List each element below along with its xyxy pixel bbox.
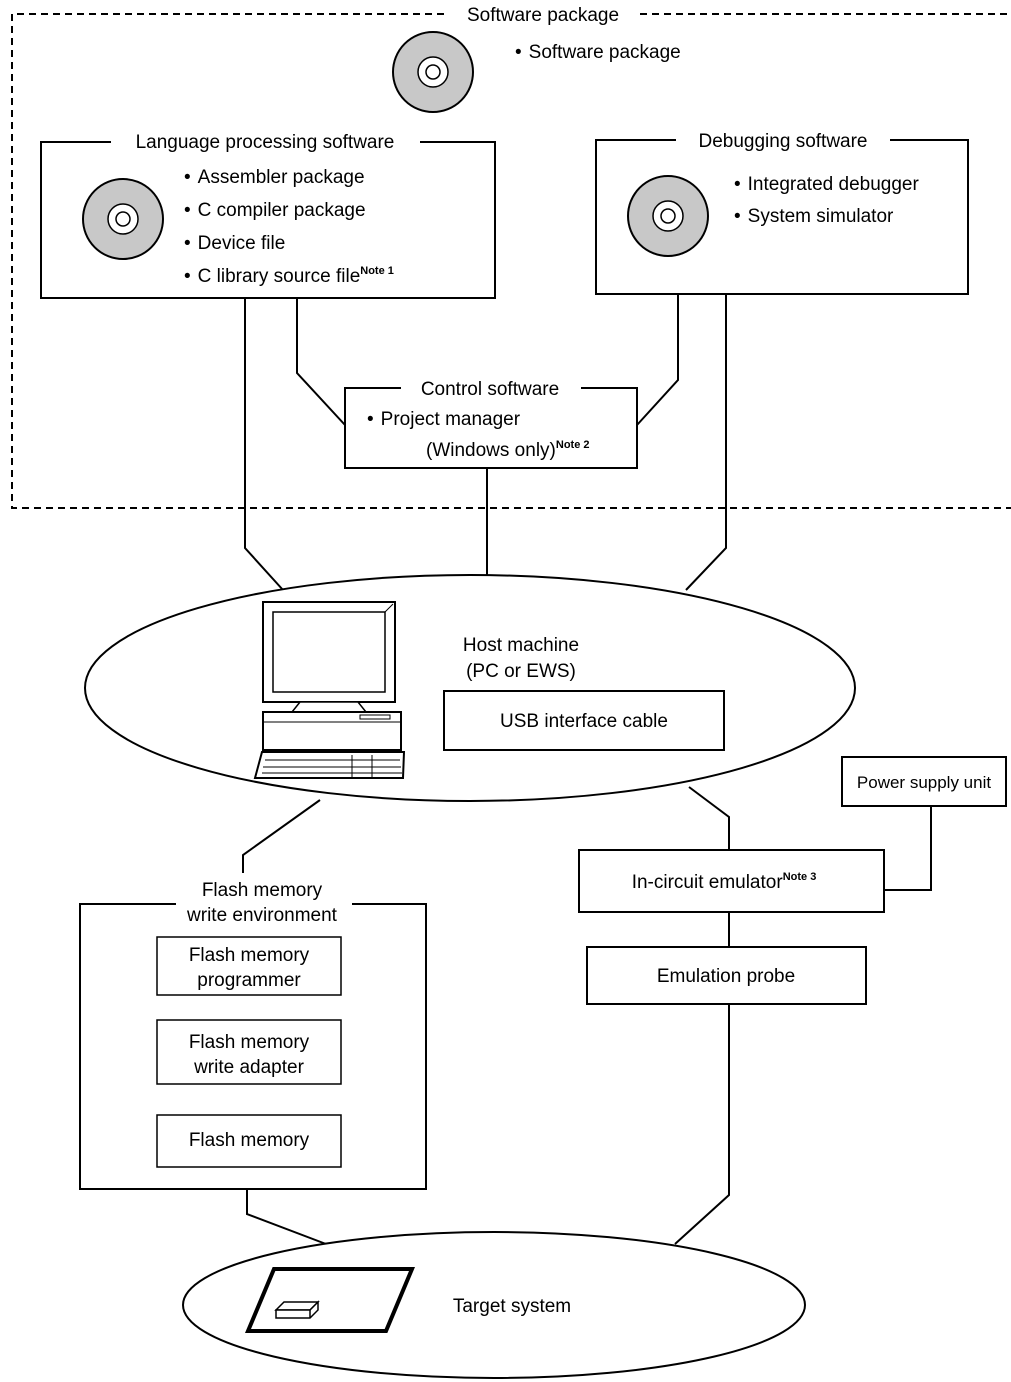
target-board-icon xyxy=(244,1267,416,1333)
flash-programmer-line1: Flash memory xyxy=(189,945,310,966)
language-cd-icon xyxy=(82,178,164,260)
computer-icon xyxy=(253,601,406,779)
debugging-item-system-simulator: •System simulator xyxy=(734,206,894,227)
control-item-project-manager: •Project manager xyxy=(367,409,521,430)
debugging-item-integrated-debugger: •Integrated debugger xyxy=(734,174,919,195)
connection-lines xyxy=(242,294,932,1245)
debugging-box: Debugging software •Integrated debugger … xyxy=(595,126,969,295)
language-item-c-compiler: •C compiler package xyxy=(184,200,366,221)
emulation-probe-label: Emulation probe xyxy=(657,966,795,987)
host-machine-label: Host machine xyxy=(463,635,579,656)
software-package-cd-icon xyxy=(392,31,474,113)
flash-adapter-line2: write adapter xyxy=(193,1057,305,1078)
software-package-title: Software package xyxy=(467,5,619,26)
debugging-cd-icon xyxy=(627,175,709,257)
usb-interface-cable: USB interface cable xyxy=(500,711,668,732)
language-item-c-library: •C library source fileNote 1 xyxy=(184,265,394,287)
power-supply-label: Power supply unit xyxy=(857,773,991,792)
language-item-assembler: •Assembler package xyxy=(184,167,365,188)
software-package-item: •Software package xyxy=(515,42,681,63)
host-machine: Host machine (PC or EWS) USB interface c… xyxy=(84,574,856,802)
in-circuit-emulator: In-circuit emulatorNote 3 xyxy=(578,849,885,913)
emulation-probe: Emulation probe xyxy=(586,946,867,1005)
control-software-title: Control software xyxy=(421,379,559,400)
flash-adapter-line1: Flash memory xyxy=(189,1032,310,1053)
control-item-windows-only: (Windows only)Note 2 xyxy=(426,439,590,461)
control-software-box: Control software •Project manager (Windo… xyxy=(344,374,638,469)
power-supply-unit: Power supply unit xyxy=(841,756,1007,807)
flash-memory-label: Flash memory xyxy=(189,1130,310,1151)
flash-env-title-line1: Flash memory xyxy=(202,880,323,901)
language-processing-box: Language processing software •Assembler … xyxy=(40,126,496,299)
language-item-device-file: •Device file xyxy=(184,233,285,254)
flash-programmer-line2: programmer xyxy=(197,970,301,991)
flash-write-environment: Flash memory write environment Flash mem… xyxy=(79,874,427,1190)
target-system-label: Target system xyxy=(453,1296,571,1317)
language-processing-title: Language processing software xyxy=(136,132,395,153)
software-package-boundary: Software package xyxy=(11,5,1011,509)
in-circuit-emulator-label: In-circuit emulatorNote 3 xyxy=(632,871,817,893)
flash-env-title-line2: write environment xyxy=(186,905,338,926)
target-system: Target system xyxy=(182,1231,806,1379)
debugging-title: Debugging software xyxy=(699,131,868,152)
host-machine-sublabel: (PC or EWS) xyxy=(466,661,576,682)
